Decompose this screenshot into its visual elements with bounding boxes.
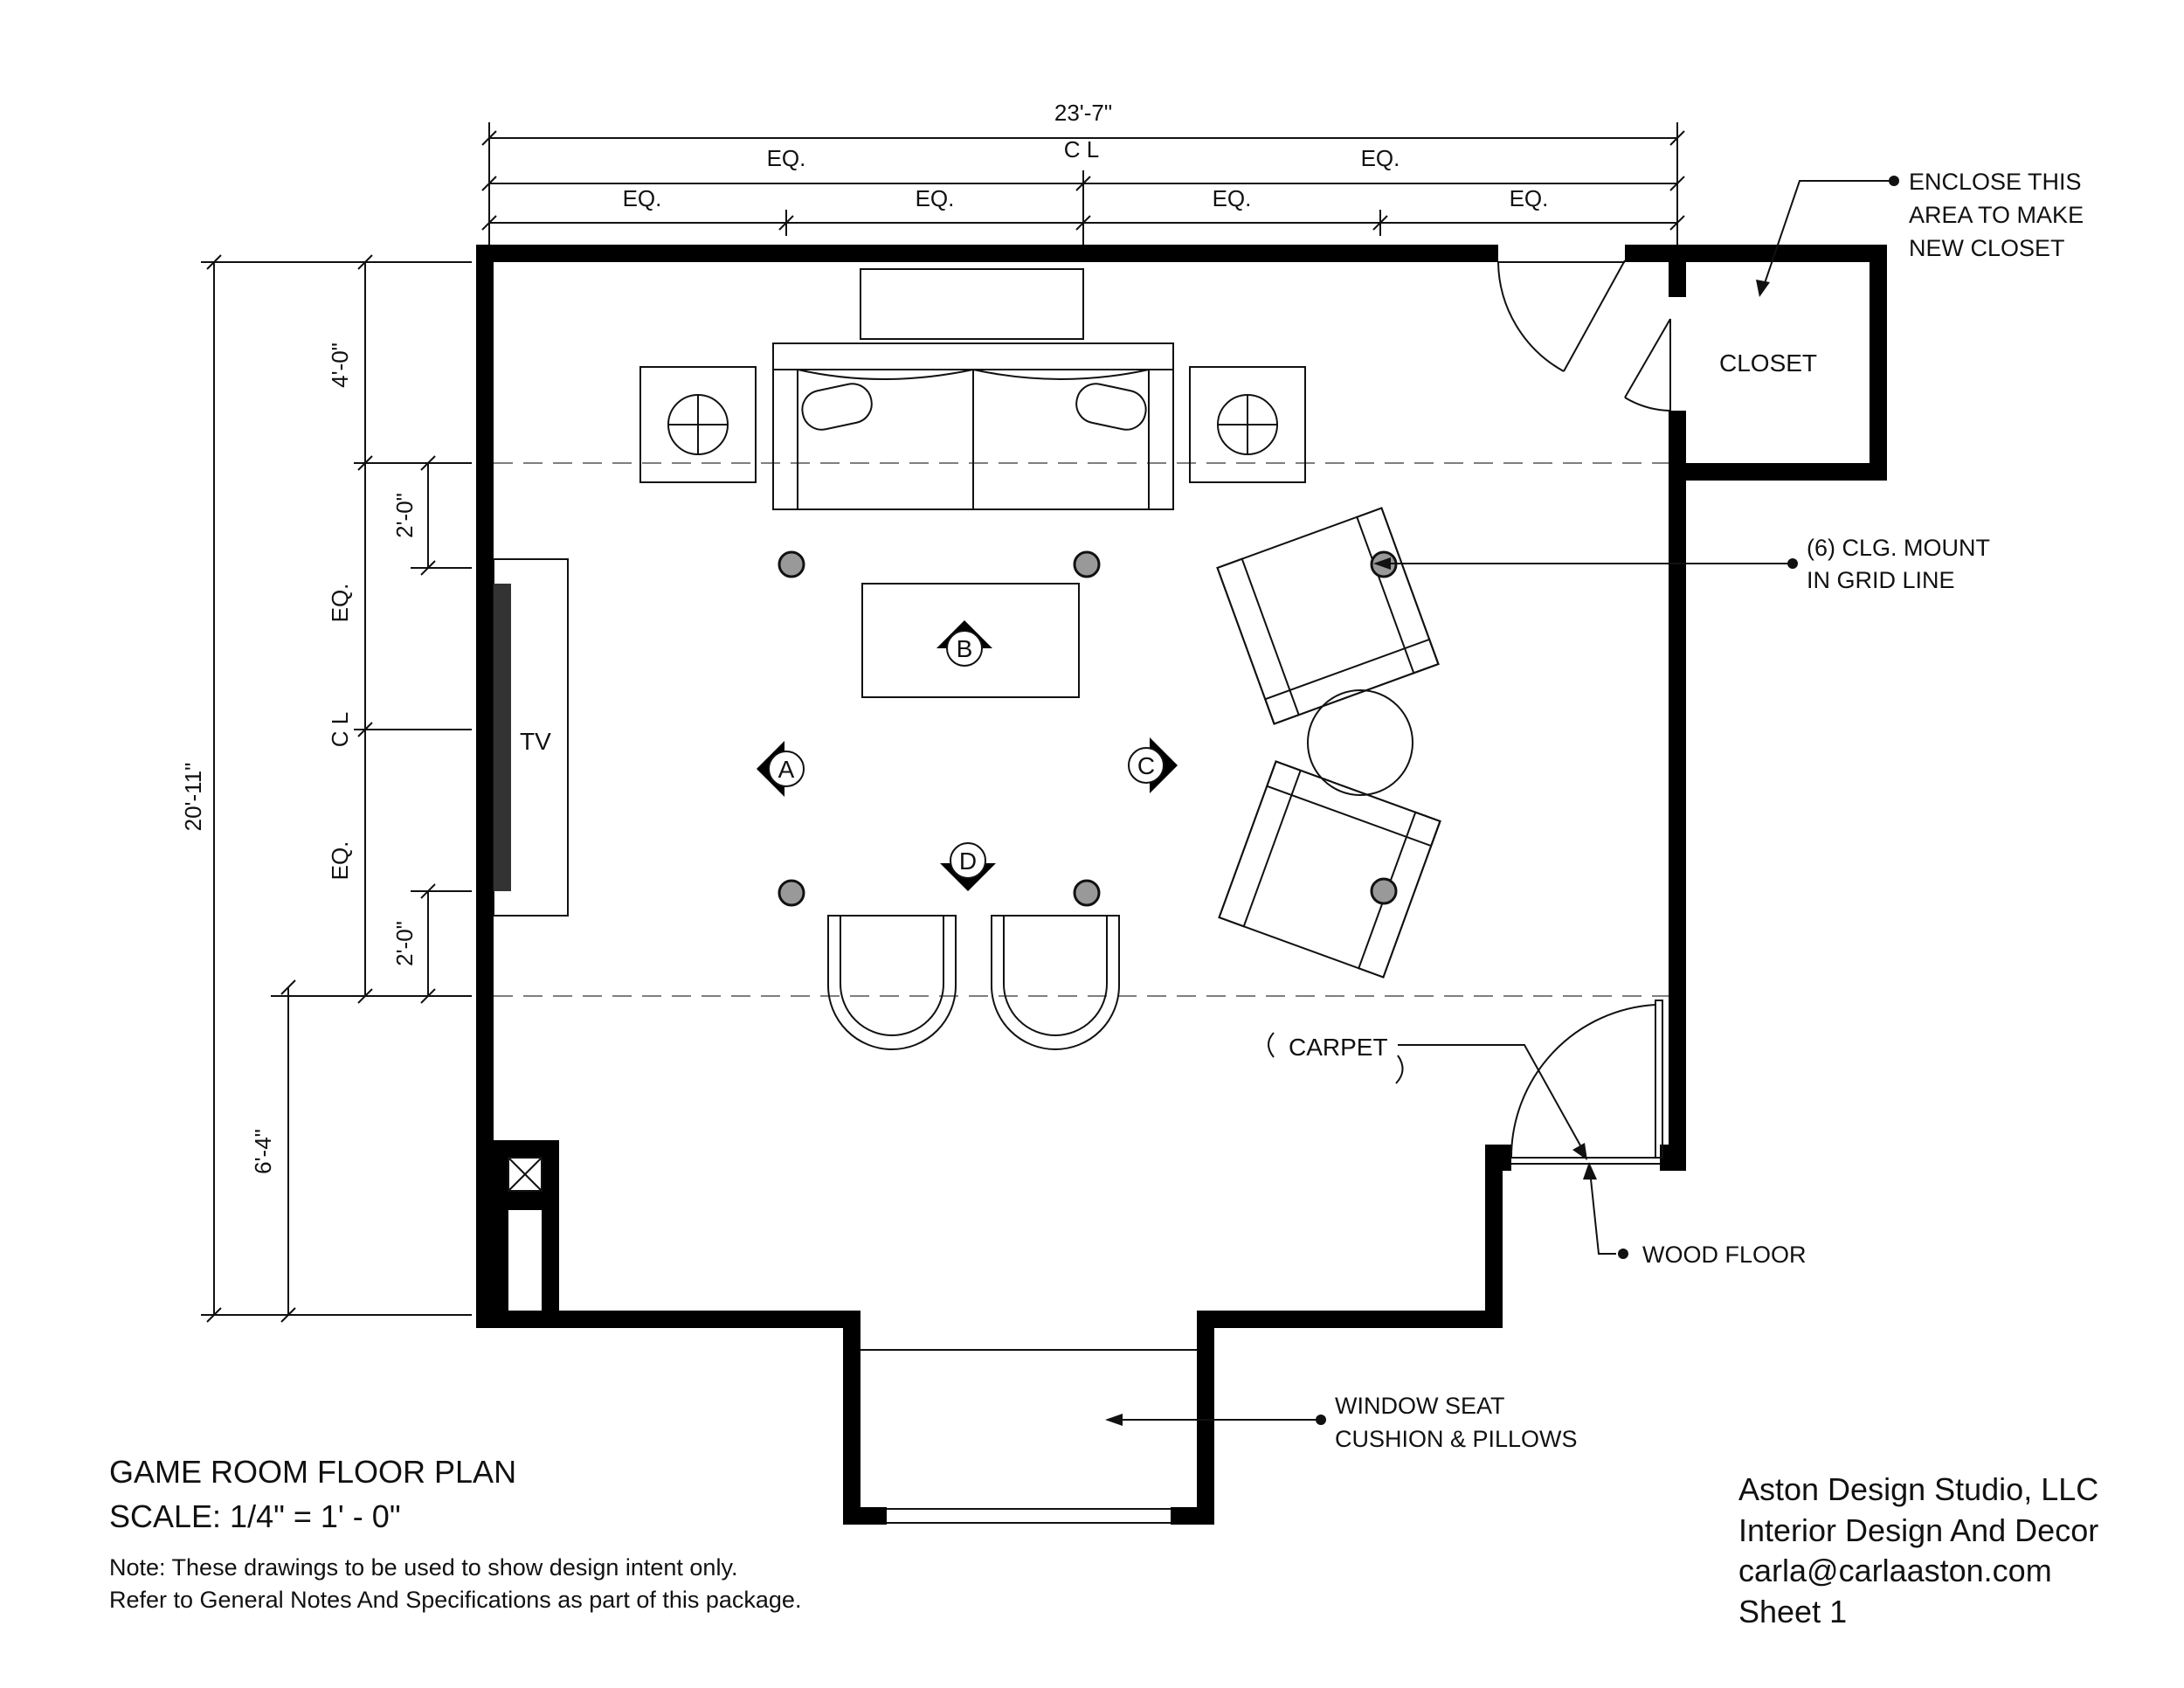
enclose-note: AREA TO MAKE [1909, 202, 2084, 228]
top-offset-label: 4'-0" [327, 342, 353, 388]
tv-screen [494, 584, 511, 891]
eq-label: EQ. [623, 185, 662, 211]
enclose-note: ENCLOSE THIS [1909, 169, 2082, 195]
stool [827, 915, 957, 1050]
overall-depth-label: 20'-11" [180, 763, 206, 832]
callout-leaders [1114, 180, 1894, 1421]
console-table [860, 268, 1084, 340]
carpet-label: CARPET [1289, 1034, 1388, 1061]
end-table [639, 366, 757, 483]
marker-d-label: D [959, 847, 977, 875]
carpet-bracket [1395, 1055, 1404, 1084]
studio-name: Aston Design Studio, LLC [1738, 1471, 2098, 1507]
ceiling-mount-note: IN GRID LINE [1807, 567, 1955, 593]
overall-width-label: 23'-7" [1054, 100, 1112, 126]
enclose-note: NEW CLOSET [1909, 235, 2065, 261]
top-dimensions [481, 122, 1685, 249]
eq-label: EQ. [1361, 145, 1400, 171]
elevation-marker-b [936, 620, 992, 667]
sofa-pillow [801, 383, 873, 431]
window-seat-note: WINDOW SEAT [1335, 1393, 1504, 1419]
cabinet-opening [508, 1210, 542, 1311]
callout-arrowheads [1105, 280, 1770, 1426]
marker-c-label: C [1137, 752, 1155, 779]
bay-window [860, 1349, 1197, 1524]
ceiling-mount-note: (6) CLG. MOUNT [1807, 535, 1990, 561]
elevation-marker-d [940, 842, 996, 891]
centerline-symbol: C L [327, 712, 353, 747]
tv-label: TV [520, 728, 551, 755]
walls [476, 245, 1887, 1525]
grid-lines [494, 462, 1669, 997]
design-note: Note: These drawings to be used to show … [109, 1554, 737, 1581]
closet-door [1624, 318, 1671, 412]
sofa [772, 342, 1174, 510]
ceiling-mounts [778, 550, 1398, 907]
stool [840, 916, 944, 1036]
eq-label: EQ. [767, 145, 806, 171]
eq-label: EQ. [327, 584, 353, 623]
sofa-pillow [1075, 383, 1147, 431]
eq-label: EQ. [916, 185, 955, 211]
elevation-marker-c [1128, 737, 1178, 793]
lounge-chair [1218, 760, 1441, 979]
drawing-scale: SCALE: 1/4" = 1' - 0" [109, 1498, 401, 1534]
game-table [861, 583, 1080, 698]
eq-label: EQ. [1510, 185, 1549, 211]
top-door [1497, 259, 1626, 372]
marker-a-label: A [778, 756, 795, 783]
studio-email: carla@carlaaston.com [1738, 1553, 2052, 1588]
stool [991, 915, 1120, 1050]
end-table [1189, 366, 1306, 483]
design-note: Refer to General Notes And Specification… [109, 1587, 801, 1613]
drawing-title: GAME ROOM FLOOR PLAN [109, 1454, 516, 1490]
bottom-offset-label: 6'-4" [250, 1129, 276, 1174]
two-foot-label: 2'-0" [391, 921, 418, 966]
callout-dots [1316, 176, 1899, 1425]
left-dimensions [201, 254, 472, 1323]
side-table-round [1307, 689, 1413, 796]
centerline-symbol: C L [1064, 136, 1099, 163]
eq-label: EQ. [327, 841, 353, 881]
stool [1003, 916, 1108, 1036]
eq-label: EQ. [1213, 185, 1252, 211]
closet-label: CLOSET [1719, 349, 1817, 377]
sheet-number: Sheet 1 [1738, 1594, 1847, 1629]
studio-tagline: Interior Design And Decor [1738, 1512, 2098, 1548]
window-seat-note: CUSHION & PILLOWS [1335, 1426, 1578, 1452]
carpet-bracket [1268, 1032, 1275, 1058]
entry-door [1510, 1000, 1663, 1165]
elevation-marker-a [757, 741, 805, 797]
lounge-chair [1216, 507, 1440, 725]
two-foot-label: 2'-0" [391, 493, 418, 538]
storage-box-cross [508, 1157, 543, 1192]
marker-b-label: B [957, 635, 973, 662]
wood-floor-note: WOOD FLOOR [1642, 1242, 1807, 1268]
